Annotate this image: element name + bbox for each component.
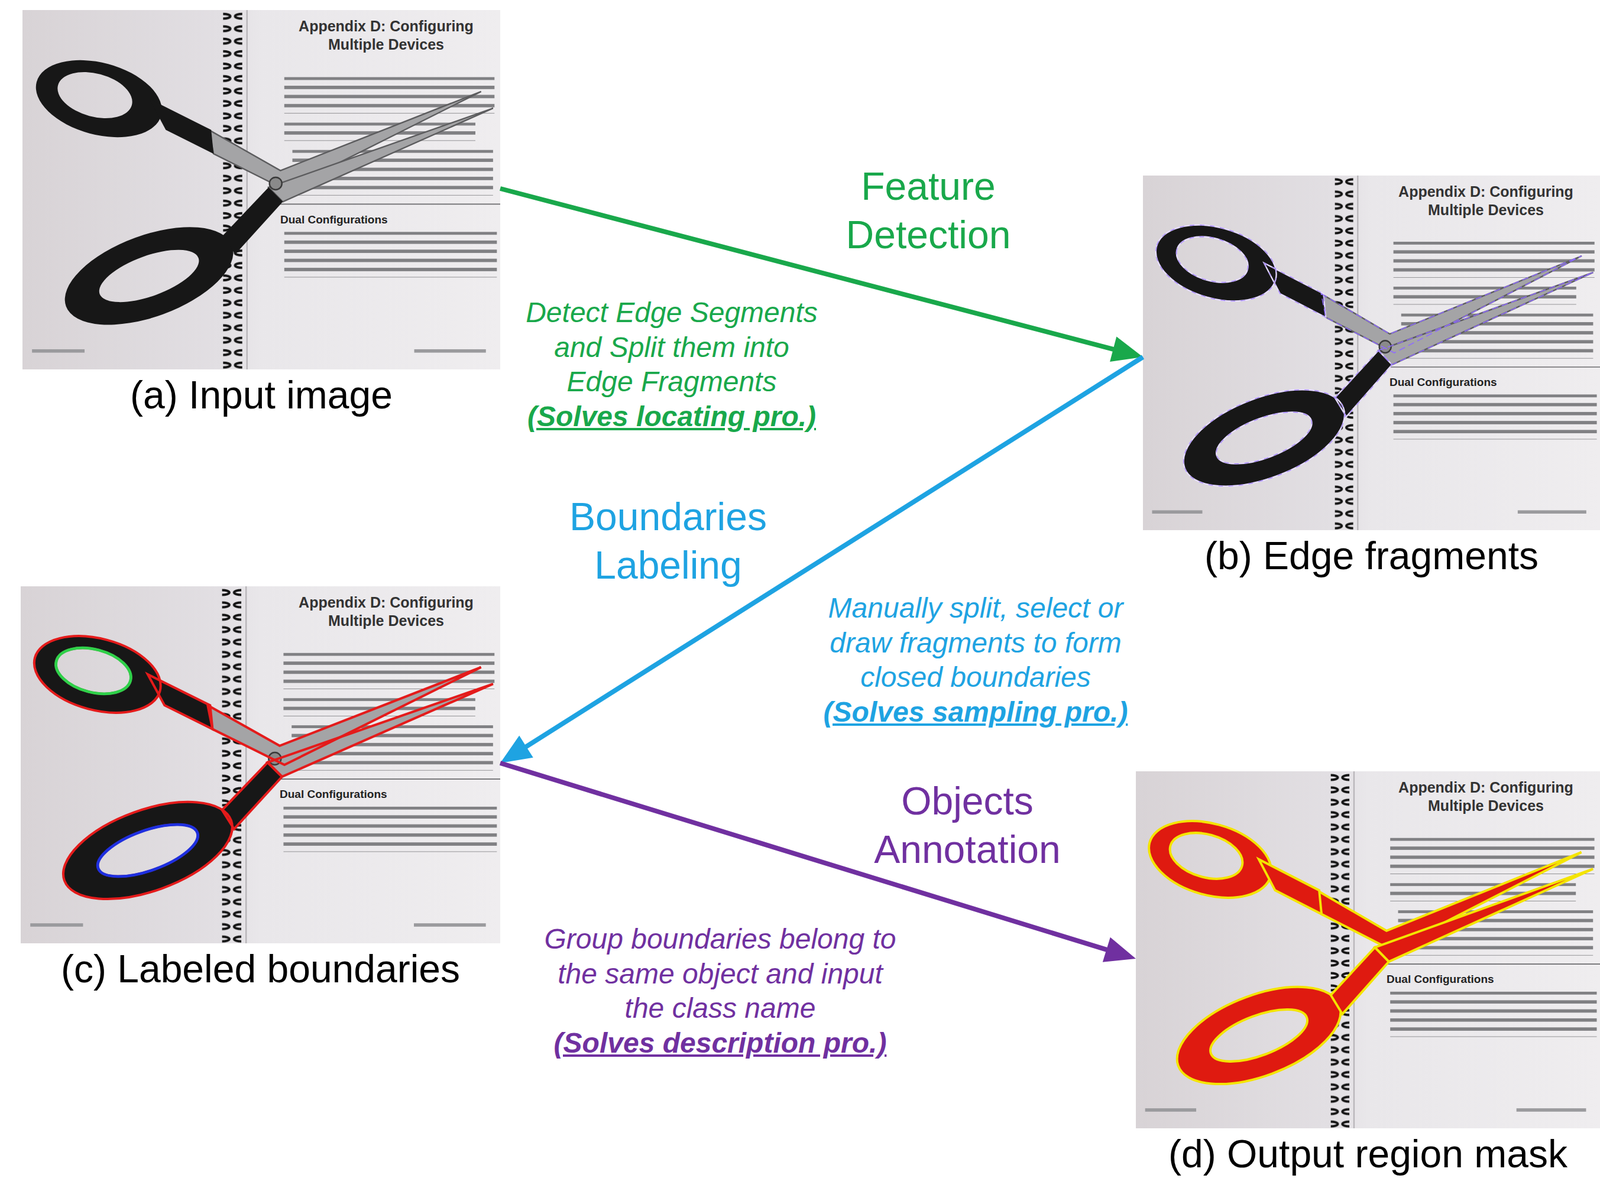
step-title: Objects Annotation: [854, 777, 1080, 875]
scissors-handles: [27, 47, 283, 345]
edge-fragments: [1147, 212, 1392, 506]
scissors-blades: [207, 667, 494, 777]
image-panel: Appendix D: Configuring Multiple Devices…: [1142, 175, 1600, 582]
problem-note: (Solves locating pro.): [517, 399, 827, 435]
edge-fragments: [1147, 212, 1392, 506]
step-description: Group boundaries belong to the same obje…: [539, 922, 901, 1027]
red-boundary: [207, 667, 494, 777]
page-heading: Appendix D: Configuring Multiple Devices: [276, 593, 496, 631]
notebook-page: [20, 586, 501, 944]
step-title: Feature Detection: [815, 162, 1041, 260]
blue-boundary: [91, 814, 204, 888]
section-heading: Dual Configurations: [1389, 376, 1498, 390]
section-heading: Dual Configurations: [1386, 973, 1495, 987]
region-mask: [1140, 808, 1389, 1105]
page-heading: Appendix D: Configuring Multiple Devices: [276, 17, 496, 55]
notebook-page: [1135, 771, 1600, 1129]
panel-caption: (b) Edge fragments: [1142, 533, 1600, 579]
step-title: Boundaries Labeling: [555, 493, 781, 591]
page-heading: Appendix D: Configuring Multiple Devices: [1376, 182, 1596, 220]
problem-note: (Solves sampling pro.): [810, 695, 1142, 731]
arrow-head: [500, 736, 534, 764]
red-boundary: [25, 623, 283, 920]
image-panel: Appendix D: Configuring Multiple Devices…: [20, 586, 501, 995]
notebook-page: [1142, 175, 1600, 531]
step-description: Manually split, select or draw fragments…: [810, 591, 1142, 696]
arrow-head: [1102, 937, 1136, 963]
edge-photo: [1142, 175, 1600, 531]
scissors-handles: [1147, 212, 1392, 506]
panel-caption: (a) Input image: [22, 373, 501, 419]
image-panel: Appendix D: Configuring Multiple Devices…: [1135, 771, 1600, 1180]
image-panel: Appendix D: Configuring Multiple Devices…: [22, 10, 501, 421]
section-heading: Dual Configurations: [280, 213, 388, 227]
scissors-handles: [25, 623, 283, 920]
page-heading: Appendix D: Configuring Multiple Devices: [1376, 778, 1596, 816]
scissors-blades: [1320, 256, 1593, 365]
edge-fragments: [1320, 256, 1593, 365]
scissors-pivot: [269, 177, 283, 190]
region-mask: [1316, 852, 1593, 963]
panel-caption: (d) Output region mask: [1135, 1132, 1600, 1178]
section-heading: Dual Configurations: [279, 788, 388, 802]
flow-arrow: [500, 357, 1143, 764]
boundary-photo: [20, 586, 501, 944]
panel-caption: (c) Labeled boundaries: [20, 947, 501, 993]
problem-note: (Solves description pro.): [539, 1026, 901, 1062]
scissors-blades: [208, 91, 494, 202]
green-boundary: [50, 640, 136, 702]
step-description: Detect Edge Segments and Split them into…: [517, 295, 827, 400]
input-photo: [22, 10, 501, 370]
mask-photo: [1135, 771, 1600, 1129]
arrow-shaft: [500, 763, 1109, 951]
notebook-page: [22, 10, 501, 370]
